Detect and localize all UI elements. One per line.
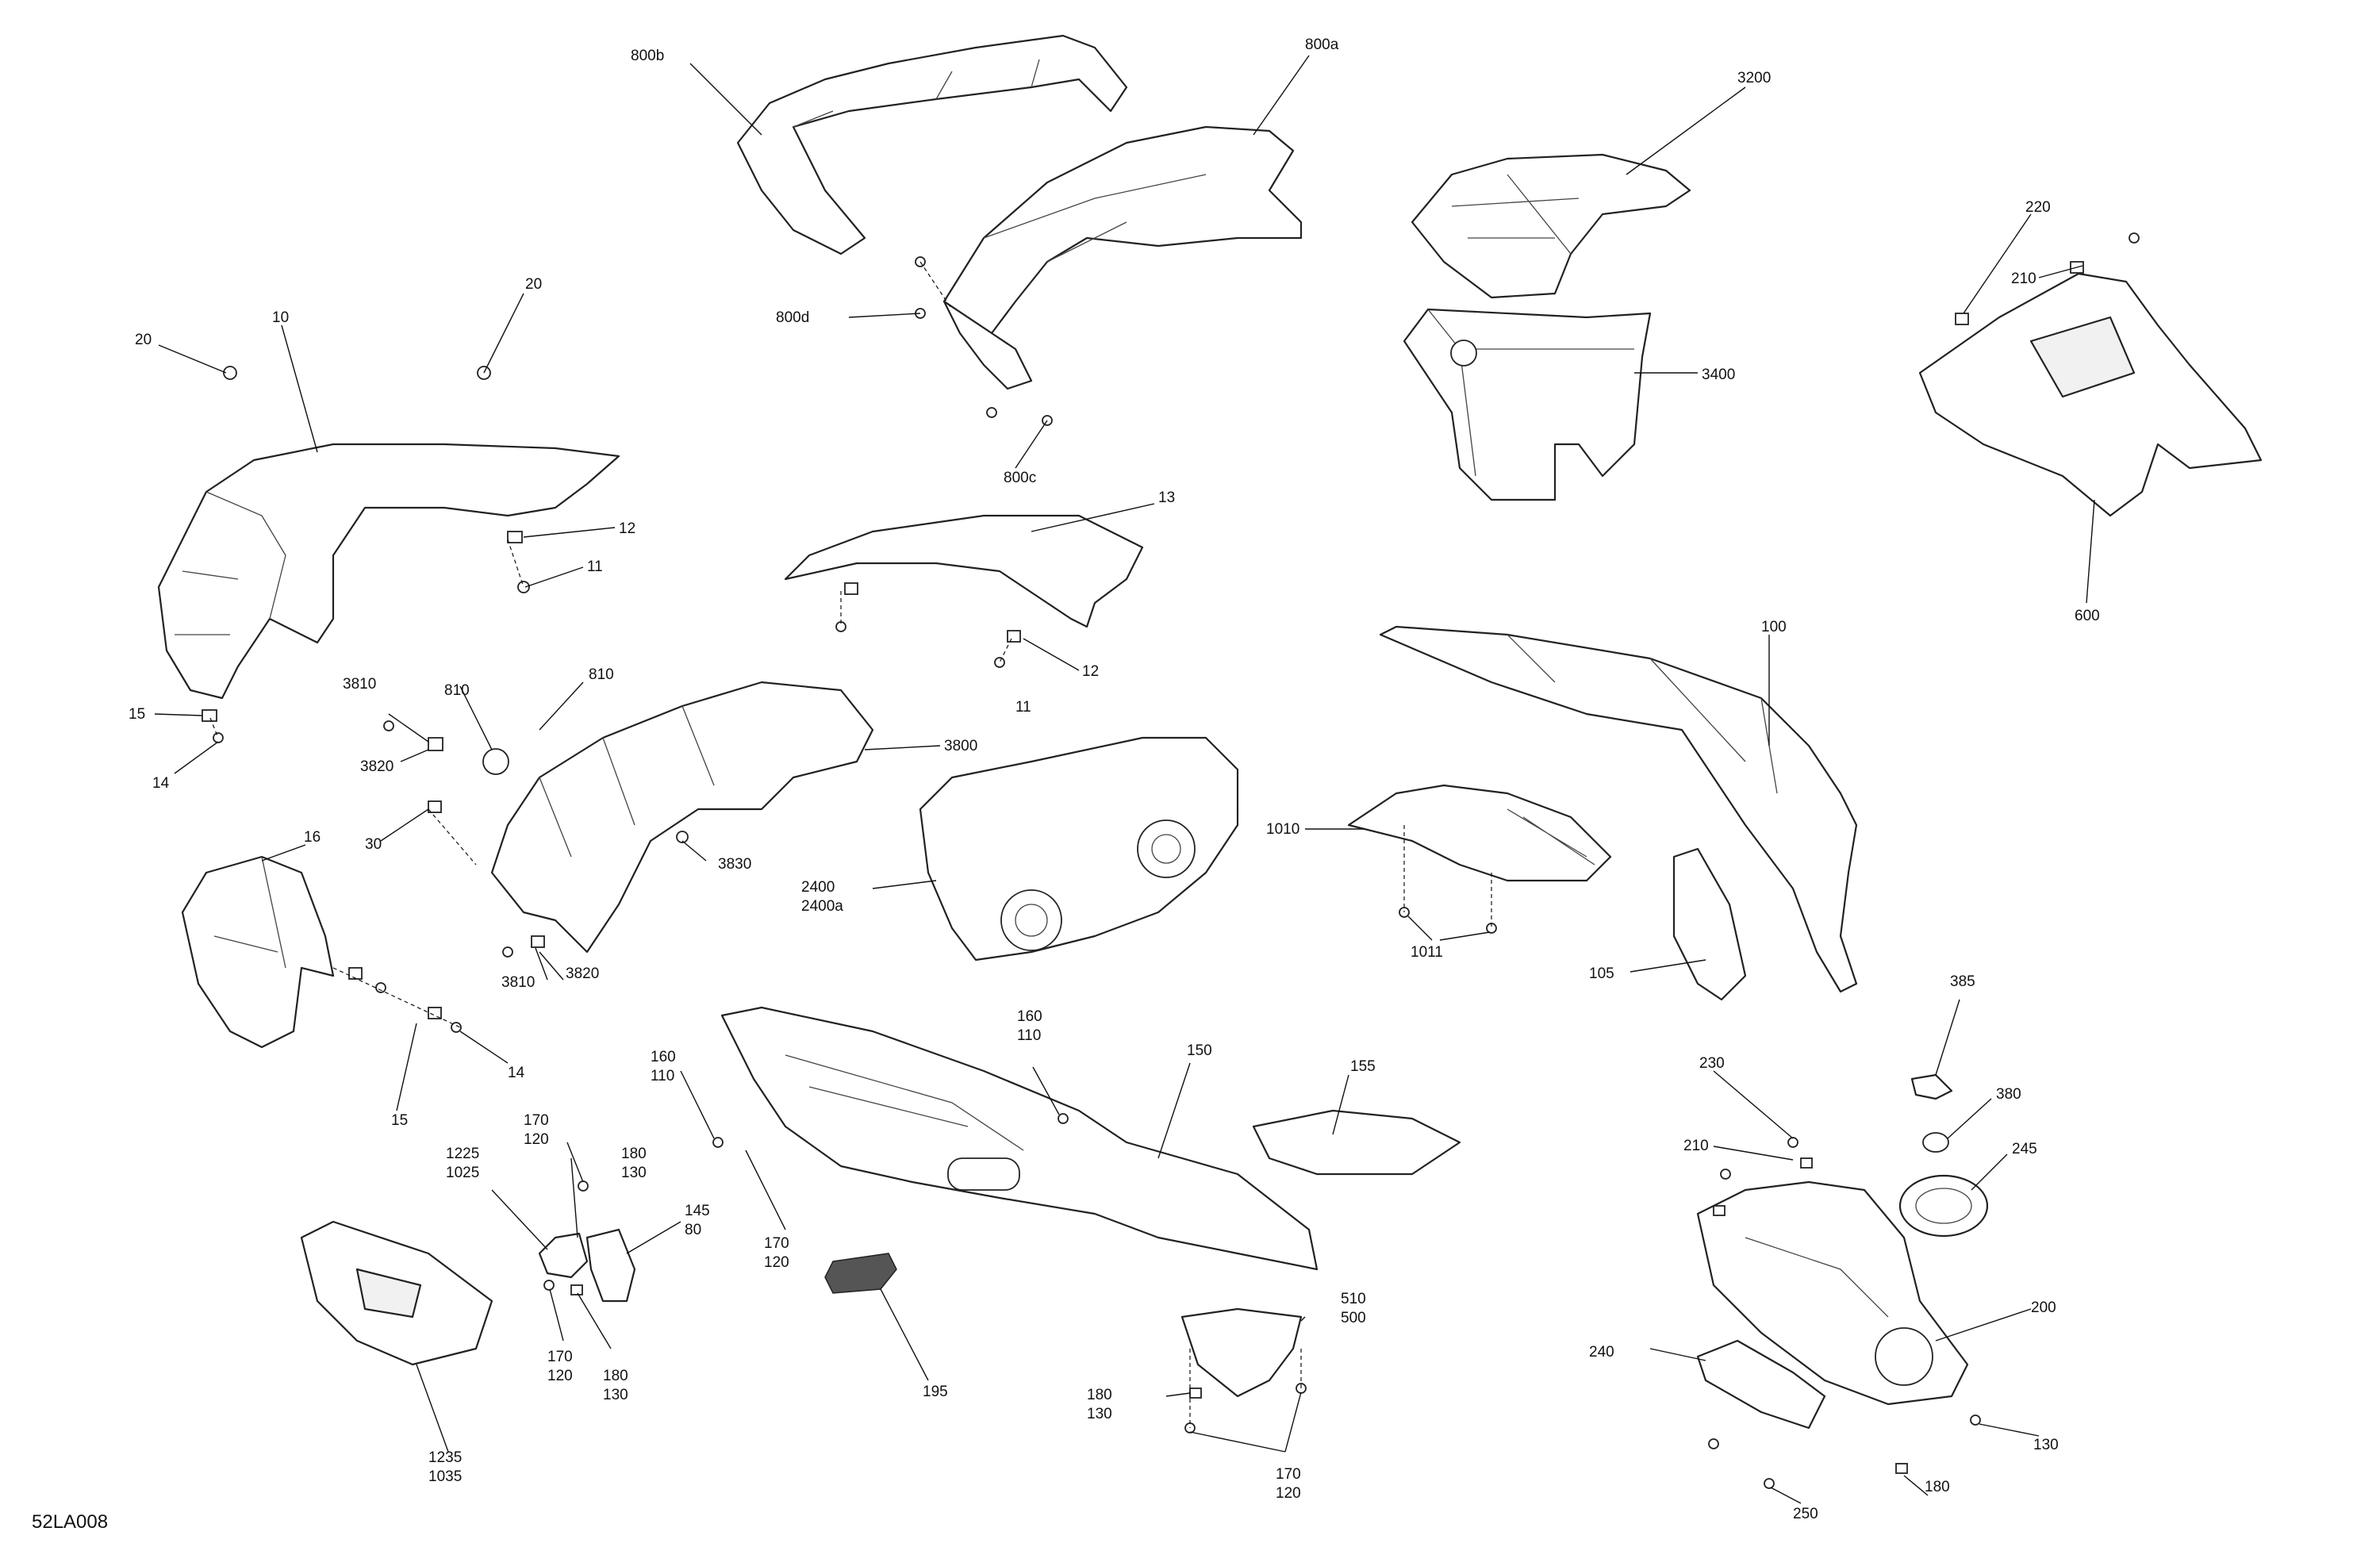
leader-lines (154, 55, 2095, 1504)
part-800a (942, 125, 1303, 335)
callout-250: 250 (1793, 1506, 1818, 1522)
callout-3400: 3400 (1702, 367, 1735, 383)
assembly-lines (209, 261, 1492, 1428)
callout-3200: 3200 (1737, 70, 1771, 86)
callout-14-lower: 14 (508, 1065, 525, 1081)
callout-195: 195 (923, 1384, 948, 1400)
callout-15-lower: 15 (391, 1112, 408, 1129)
callout-12-lower: 12 (1082, 663, 1099, 680)
callout-800a: 800a (1305, 36, 1339, 53)
hardware-fasteners (202, 232, 2140, 1489)
diagram-code: 52LA008 (32, 1511, 109, 1533)
callout-20-right: 20 (525, 276, 542, 293)
part-240 (1696, 1339, 1826, 1430)
callout-130: 130 (2033, 1437, 2059, 1453)
callout-3810-upper: 3810 (343, 676, 376, 693)
callout-14-upper: 14 (152, 775, 170, 792)
callout-11-lower: 11 (1015, 699, 1031, 716)
callout-13: 13 (1158, 489, 1175, 506)
part-13 (784, 514, 1144, 628)
callout-210-lower: 210 (1683, 1138, 1709, 1154)
part-3400 (1403, 308, 1652, 501)
part-3200 (1411, 153, 1691, 299)
callout-3830: 3830 (718, 856, 751, 873)
callout-810-right: 810 (589, 666, 614, 683)
callout-800b: 800b (631, 48, 664, 64)
callout-12-upper: 12 (619, 520, 635, 537)
part-105 (1672, 847, 1747, 1001)
callout-10: 10 (272, 309, 289, 326)
callout-245: 245 (2012, 1141, 2037, 1157)
part-145 (585, 1228, 636, 1303)
part-245 (1898, 1174, 1989, 1238)
callout-11-upper: 11 (587, 558, 603, 575)
part-600 (1918, 272, 2263, 517)
part-1010 (1347, 784, 1612, 882)
callout-15-upper: 15 (129, 706, 145, 723)
callout-3800: 3800 (944, 738, 977, 754)
part-200 (1696, 1180, 1969, 1406)
callout-3820-upper: 3820 (360, 758, 393, 775)
part-385 (1910, 1073, 1953, 1100)
callout-3820-lower: 3820 (566, 965, 599, 982)
part-195 (824, 1253, 897, 1294)
callout-150: 150 (1187, 1042, 1212, 1059)
callout-230: 230 (1699, 1055, 1725, 1072)
callout-810-left: 810 (444, 682, 470, 699)
callout-800d: 800d (776, 309, 809, 326)
callout-200: 200 (2031, 1299, 2056, 1316)
part-150 (720, 1006, 1319, 1271)
callout-16: 16 (304, 829, 321, 846)
callout-20-left: 20 (135, 332, 152, 348)
callout-210: 210 (2011, 271, 2036, 287)
part-155 (1252, 1109, 1461, 1176)
part-10 (157, 443, 620, 700)
callout-105: 105 (1589, 965, 1614, 982)
part-800a-bracket (942, 300, 1033, 390)
part-800b (736, 34, 1128, 255)
callout-380: 380 (1996, 1086, 2021, 1103)
callout-800c: 800c (1004, 470, 1036, 486)
callout-220: 220 (2025, 199, 2051, 216)
callout-600: 600 (2075, 608, 2100, 624)
callout-30: 30 (365, 836, 382, 853)
part-510 (1180, 1307, 1303, 1398)
callout-240: 240 (1589, 1344, 1614, 1361)
callout-3810-lower: 3810 (501, 974, 535, 991)
part-1225 (538, 1232, 589, 1279)
callout-155: 155 (1350, 1058, 1376, 1075)
callout-1011: 1011 (1411, 944, 1443, 961)
callout-labels: 800b 800a 800d 800c 3200 3400 220 210 60… (129, 36, 2100, 1522)
part-380 (1922, 1132, 1949, 1153)
callout-100: 100 (1761, 619, 1787, 635)
callout-180-lower: 180 (1925, 1479, 1950, 1495)
part-16 (181, 855, 335, 1049)
callout-1010: 1010 (1266, 821, 1299, 838)
part-3800 (490, 681, 874, 954)
callout-385: 385 (1950, 973, 1975, 990)
part-1235 (300, 1220, 493, 1366)
part-2400 (919, 736, 1239, 961)
